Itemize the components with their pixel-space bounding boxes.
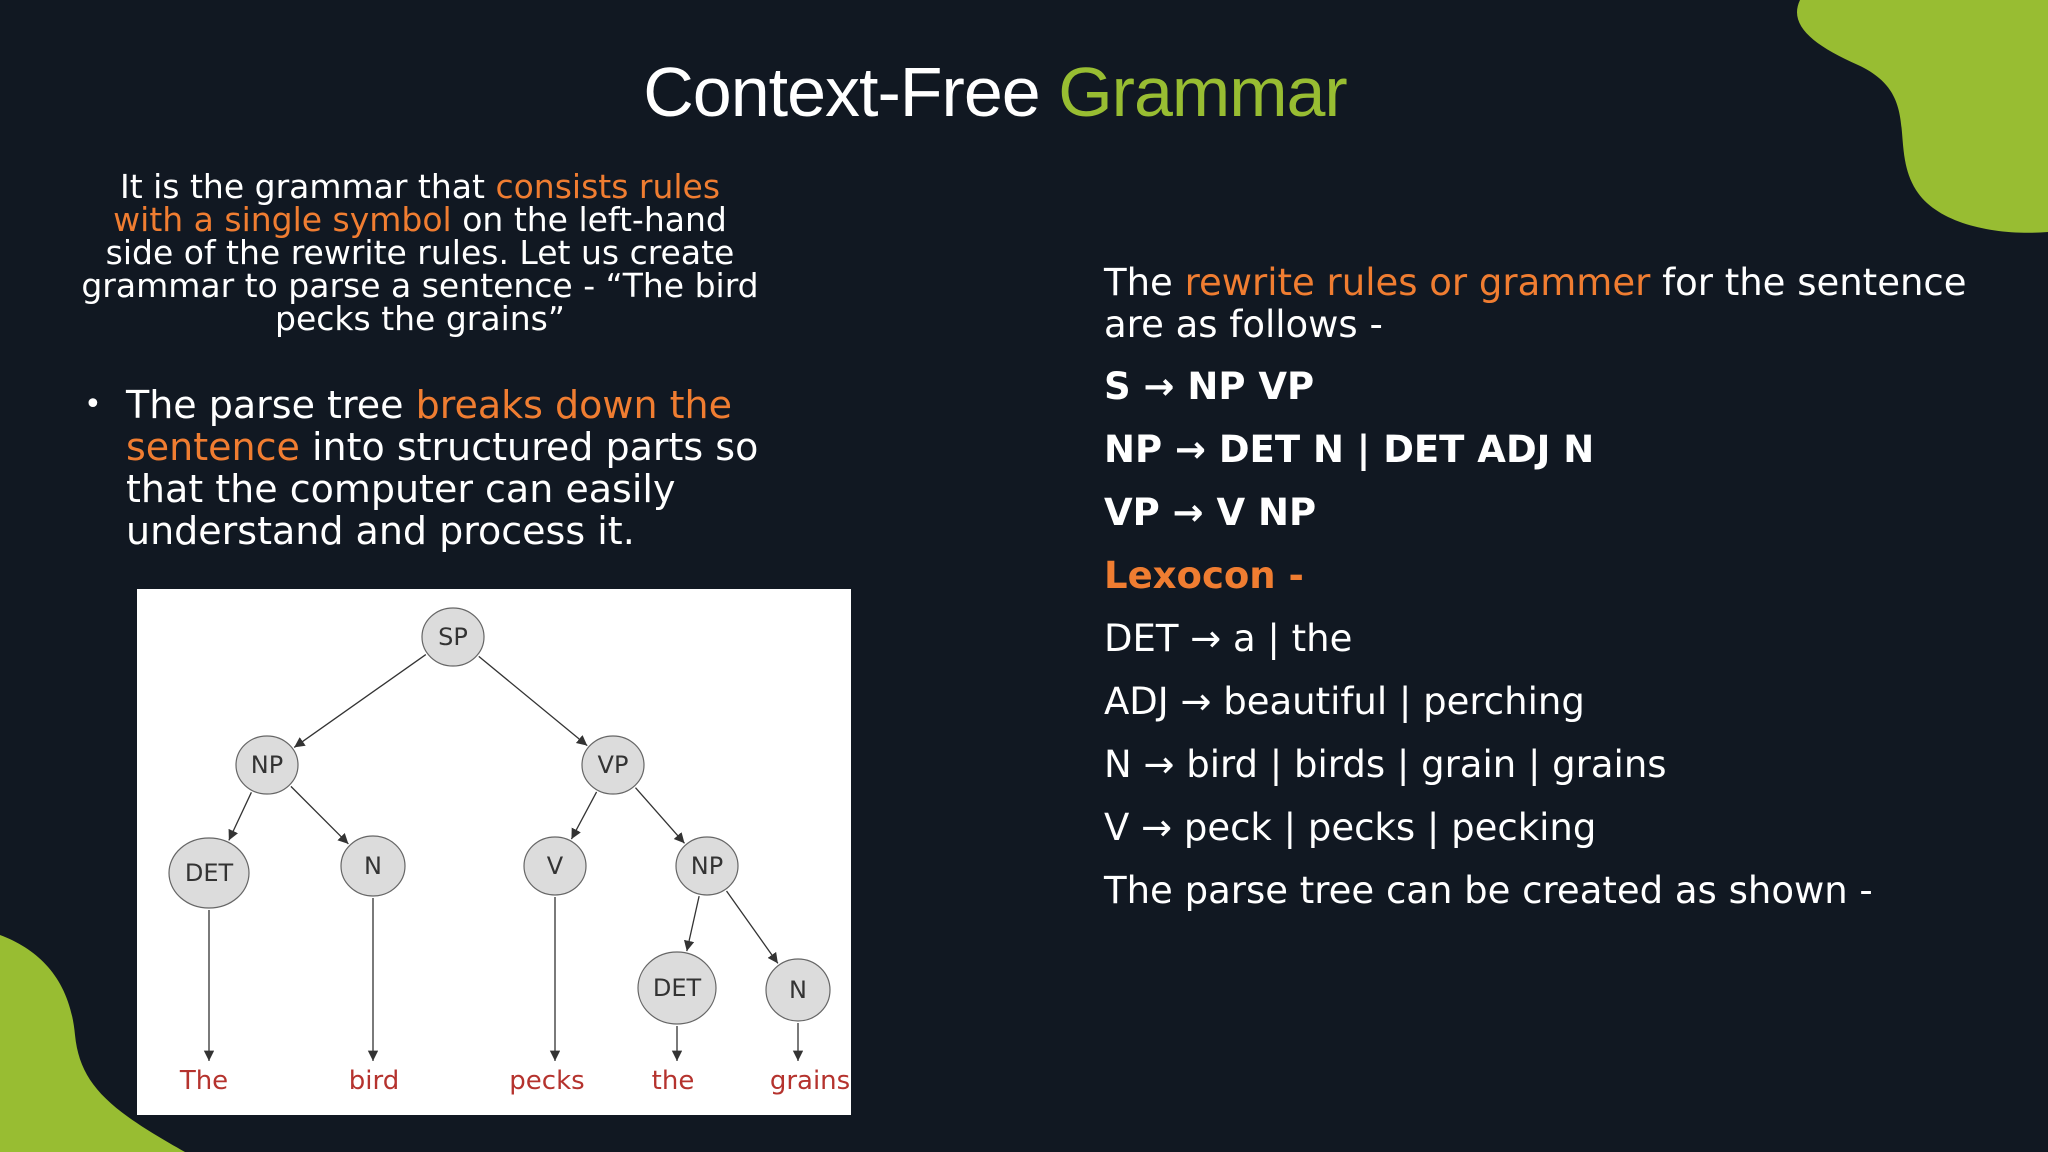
rules-intro: The rewrite rules or grammer for the sen… xyxy=(1104,262,2004,346)
parse-tree-diagram: SP NP VP DET N V NP DET N The bird pecks the grains xyxy=(137,589,851,1115)
bottom-left-blob xyxy=(0,935,185,1152)
lexicon-v: V → peck | pecks | pecking xyxy=(1104,806,1597,849)
intro-highlight: consists rules with a single symbol xyxy=(113,167,721,239)
tree-node-vp xyxy=(581,735,645,795)
closing-text: The parse tree can be created as shown - xyxy=(1104,869,1873,912)
tree-node-label-v: V xyxy=(547,852,564,880)
tree-node-label-root: SP xyxy=(438,623,468,651)
intro-paragraph: It is the grammar that consists rules wi… xyxy=(80,170,760,335)
slide-title: Context-Free Grammar xyxy=(0,50,1990,134)
tree-edge-vp-np2 xyxy=(634,787,686,844)
tree-node-det2 xyxy=(637,951,717,1025)
tree-node-label-n2: N xyxy=(789,976,807,1004)
tree-word-0: The xyxy=(179,1066,228,1096)
top-right-blob xyxy=(1797,0,2048,233)
rule-s: S → NP VP xyxy=(1104,365,1315,408)
tree-edge-root-np xyxy=(293,654,427,748)
tree-word-3: the xyxy=(652,1066,695,1096)
lexicon-title: Lexocon - xyxy=(1104,554,1304,597)
lexicon-adj: ADJ → beautiful | perching xyxy=(1104,680,1585,723)
tree-edge-vp-v xyxy=(570,791,598,840)
bullet-highlight: breaks down the sentence xyxy=(126,383,733,469)
tree-node-label-det2: DET xyxy=(653,974,702,1002)
bullet-icon: • xyxy=(84,387,102,422)
rules-intro-end: for the sentence are as follows - xyxy=(1104,261,1967,346)
lexicon-det: DET → a | the xyxy=(1104,617,1353,660)
rule-vp: VP → V NP xyxy=(1104,491,1317,534)
bullet-point: • The parse tree breaks down the sentenc… xyxy=(84,384,804,552)
title-part-1: Context-Free xyxy=(643,53,1040,131)
tree-node-label-n1: N xyxy=(364,852,382,880)
tree-edge-np-det1 xyxy=(228,792,252,841)
tree-node-np2 xyxy=(675,836,739,896)
tree-node-label-vp: VP xyxy=(598,751,629,779)
tree-node-label-np2: NP xyxy=(691,852,723,880)
bullet-text: The parse tree breaks down the sentence … xyxy=(126,384,804,552)
rule-np: NP → DET N | DET ADJ N xyxy=(1104,428,1595,471)
title-part-2: Grammar xyxy=(1058,53,1348,131)
tree-edge-root-vp xyxy=(478,655,588,747)
tree-edge-np2-n2 xyxy=(725,890,779,964)
tree-word-4: grains xyxy=(770,1066,850,1096)
tree-word-2: pecks xyxy=(509,1066,584,1096)
bullet-text-start: The parse tree xyxy=(126,383,416,427)
tree-node-root xyxy=(421,607,485,667)
tree-node-label-det1: DET xyxy=(185,859,234,887)
rules-intro-start: The xyxy=(1104,261,1185,304)
tree-node-np xyxy=(235,735,299,795)
tree-node-n1 xyxy=(340,835,406,897)
tree-edge-np-n1 xyxy=(290,785,349,845)
tree-node-n2 xyxy=(765,958,831,1022)
rules-panel: The rewrite rules or grammer for the sen… xyxy=(1104,262,2004,933)
parse-tree-svg: SP NP VP DET N V NP DET N The bird pecks the grains xyxy=(168,607,850,1096)
intro-text-end: on the left-hand side of the rewrite rul… xyxy=(81,200,759,338)
bullet-text-end: into structured parts so that the comput… xyxy=(126,425,759,553)
tree-node-det1 xyxy=(168,837,250,909)
rules-intro-highlight: rewrite rules or grammer xyxy=(1184,261,1651,304)
tree-word-1: bird xyxy=(349,1066,399,1096)
intro-text-start: It is the grammar that xyxy=(119,167,496,206)
lexicon-n: N → bird | birds | grain | grains xyxy=(1104,743,1667,786)
tree-node-v xyxy=(523,836,587,896)
tree-edge-np2-det2 xyxy=(683,895,700,952)
tree-node-label-np: NP xyxy=(251,751,283,779)
